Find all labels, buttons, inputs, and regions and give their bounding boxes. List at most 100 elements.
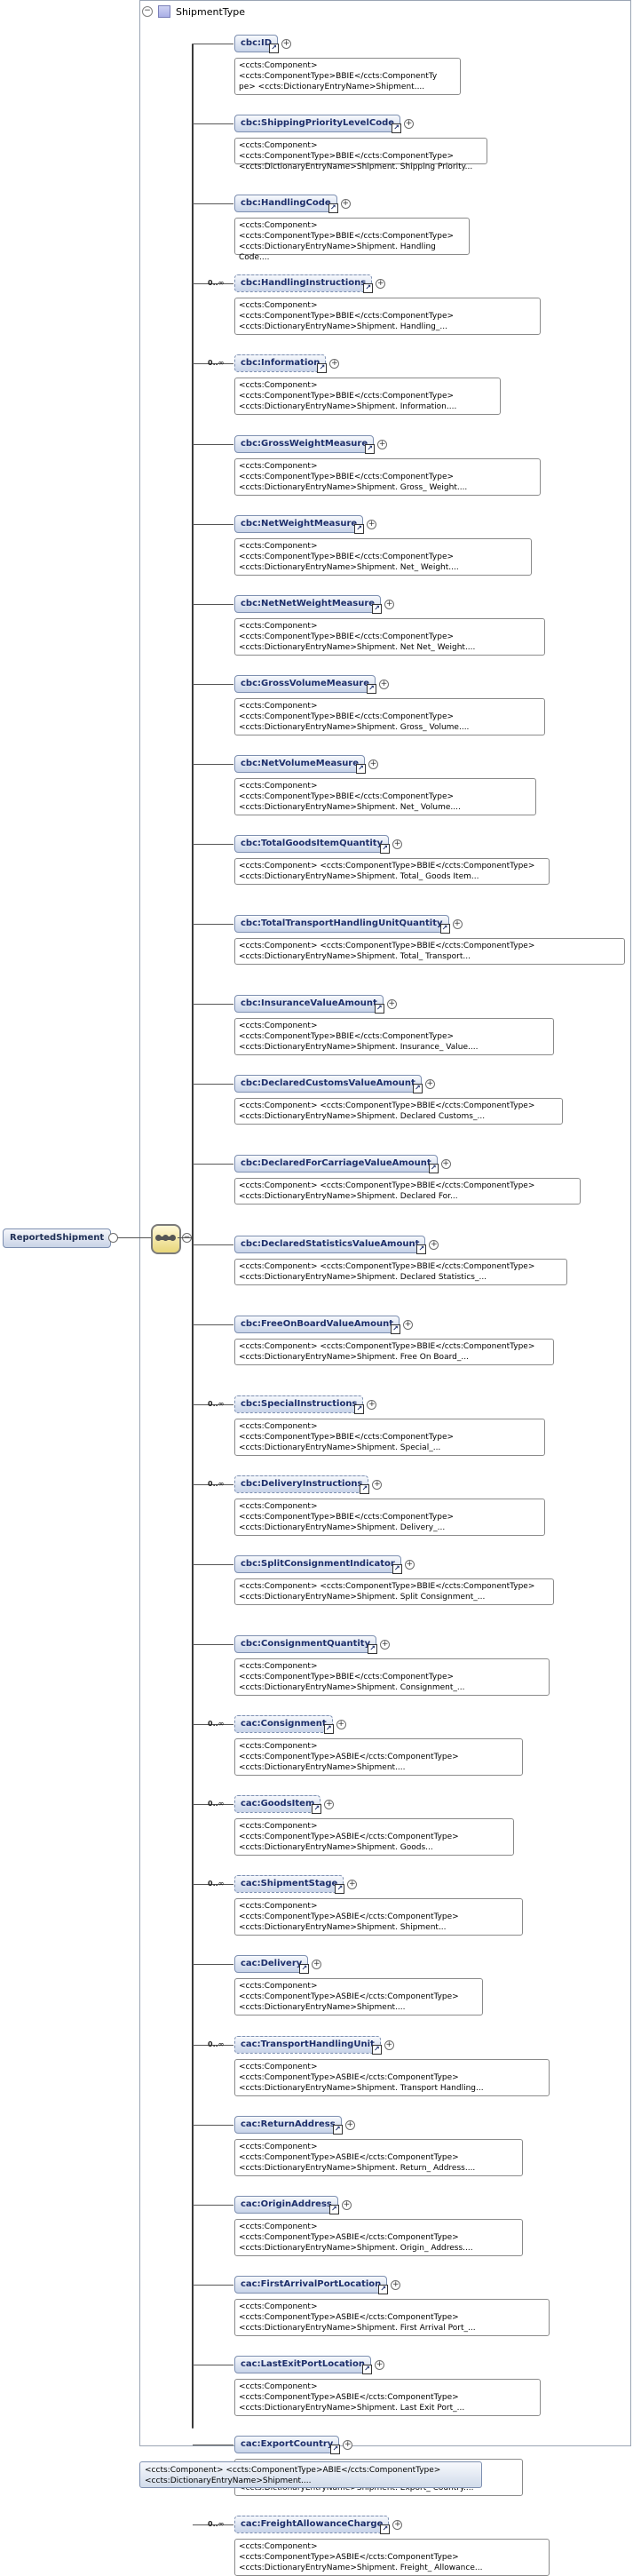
collapse-toggle-icon[interactable]: − xyxy=(142,6,153,17)
expand-plus-icon[interactable]: + xyxy=(452,918,463,929)
element-name[interactable]: cbc:DeclaredCustomsValueAmount↗ xyxy=(234,1075,423,1093)
element-name[interactable]: cbc:DeclaredStatisticsValueAmount↗ xyxy=(234,1236,427,1254)
branch-line xyxy=(193,924,233,925)
element-name[interactable]: cbc:HandlingCode↗ xyxy=(234,195,338,213)
expand-plus-icon[interactable]: + xyxy=(340,198,351,209)
expand-plus-icon[interactable]: + xyxy=(404,118,415,129)
element-name[interactable]: cac:ShipmentStage↗ xyxy=(234,1875,345,1894)
expand-plus-icon[interactable]: + xyxy=(404,1559,415,1570)
element-name[interactable]: cbc:Information↗ xyxy=(234,354,328,373)
sequence-compositor-icon[interactable] xyxy=(151,1224,181,1254)
root-element[interactable]: ReportedShipment xyxy=(3,1228,112,1248)
element-documentation: <ccts:Component> <ccts:ComponentType>BBI… xyxy=(234,58,461,95)
branch-line xyxy=(193,203,233,204)
element-name[interactable]: cbc:SplitConsignmentIndicator↗ xyxy=(234,1555,402,1574)
element-name[interactable]: cbc:ID↗ xyxy=(234,35,280,53)
expand-plus-icon[interactable]: + xyxy=(424,1078,435,1089)
expand-plus-icon[interactable]: + xyxy=(347,1879,358,1889)
element-name[interactable]: cbc:InsuranceValueAmount↗ xyxy=(234,995,384,1014)
branch-line xyxy=(193,1724,233,1725)
expand-plus-icon[interactable]: + xyxy=(376,278,386,289)
reference-arrow-icon: ↗ xyxy=(416,1244,427,1254)
element-name[interactable]: cac:LastExitPortLocation↗ xyxy=(234,2356,372,2374)
expand-plus-icon[interactable]: + xyxy=(367,519,377,529)
element-name[interactable]: cbc:SpecialInstructions↗ xyxy=(234,1395,365,1414)
element-name[interactable]: cac:Consignment↗ xyxy=(234,1715,334,1734)
element-name[interactable]: cbc:NetWeightMeasure↗ xyxy=(234,515,365,534)
expand-plus-icon[interactable]: + xyxy=(324,1799,335,1809)
expand-plus-icon[interactable]: + xyxy=(281,38,292,49)
element-name[interactable]: cac:TransportHandlingUnit↗ xyxy=(234,2036,382,2055)
element-name[interactable]: cac:FreightAllowanceCharge↗ xyxy=(234,2516,391,2534)
expand-plus-icon[interactable]: + xyxy=(367,1399,377,1410)
element-documentation: <ccts:Component> <ccts:ComponentType>BBI… xyxy=(234,298,541,335)
element-row: cac:FreightAllowanceCharge↗+ xyxy=(234,2516,403,2534)
reference-arrow-icon: ↗ xyxy=(380,844,391,854)
branch-line xyxy=(193,1964,233,1965)
expand-plus-icon[interactable]: + xyxy=(384,599,395,609)
branch-line xyxy=(193,764,233,765)
element-documentation: <ccts:Component> <ccts:ComponentType>ASB… xyxy=(234,1898,523,1936)
element-documentation: <ccts:Component> <ccts:ComponentType>BBI… xyxy=(234,1499,545,1536)
element-row: cbc:DeliveryInstructions↗+ xyxy=(234,1475,383,1494)
element-documentation: <ccts:Component> <ccts:ComponentType>BBI… xyxy=(234,1018,554,1055)
root-connector-line xyxy=(117,1237,151,1238)
expand-plus-icon[interactable]: + xyxy=(368,759,379,769)
element-name[interactable]: cbc:DeliveryInstructions↗ xyxy=(234,1475,370,1494)
element-documentation: <ccts:Component> <ccts:ComponentType>BBI… xyxy=(234,858,550,885)
element-name[interactable]: cbc:ShippingPriorityLevelCode↗ xyxy=(234,115,402,133)
element-documentation: <ccts:Component> <ccts:ComponentType>BBI… xyxy=(234,1578,554,1605)
expand-plus-icon[interactable]: + xyxy=(312,1959,322,1969)
expand-plus-icon[interactable]: + xyxy=(386,998,397,1009)
expand-plus-icon[interactable]: + xyxy=(377,439,388,449)
element-name[interactable]: cbc:HandlingInstructions↗ xyxy=(234,274,374,293)
expand-plus-icon[interactable]: + xyxy=(344,2119,355,2130)
expand-plus-icon[interactable]: + xyxy=(402,1319,413,1330)
expand-plus-icon[interactable]: + xyxy=(329,358,340,369)
element-row: cbc:DeclaredForCarriageValueAmount↗+ xyxy=(234,1155,451,1173)
element-name[interactable]: cac:FirstArrivalPortLocation↗ xyxy=(234,2276,389,2294)
element-name[interactable]: cac:ExportCountry↗ xyxy=(234,2436,341,2454)
element-name[interactable]: cbc:NetNetWeightMeasure↗ xyxy=(234,595,383,614)
element-name[interactable]: cac:OriginAddress↗ xyxy=(234,2196,339,2214)
expand-plus-icon[interactable]: + xyxy=(392,2519,403,2530)
element-name[interactable]: cbc:GrossVolumeMeasure↗ xyxy=(234,675,377,694)
expand-plus-icon[interactable]: + xyxy=(374,2359,384,2370)
element-row: cac:FirstArrivalPortLocation↗+ xyxy=(234,2276,401,2294)
expand-plus-icon[interactable]: + xyxy=(372,1479,383,1490)
element-documentation: <ccts:Component> <ccts:ComponentType>BBI… xyxy=(234,1098,563,1125)
expand-plus-icon[interactable]: + xyxy=(336,1719,346,1729)
element-documentation: <ccts:Component> <ccts:ComponentType>BBI… xyxy=(234,1259,567,1285)
branch-line xyxy=(193,2045,233,2046)
element-documentation: <ccts:Component> <ccts:ComponentType>BBI… xyxy=(234,538,532,576)
element-name[interactable]: cbc:TotalGoodsItemQuantity↗ xyxy=(234,835,391,854)
expand-plus-icon[interactable]: + xyxy=(380,1639,391,1650)
element-name[interactable]: cbc:NetVolumeMeasure↗ xyxy=(234,755,367,774)
element-name[interactable]: cbc:DeclaredForCarriageValueAmount↗ xyxy=(234,1155,439,1173)
element-row: cac:OriginAddress↗+ xyxy=(234,2196,352,2214)
reference-arrow-icon: ↗ xyxy=(269,44,280,53)
reference-arrow-icon: ↗ xyxy=(378,2285,389,2294)
element-name[interactable]: cac:Delivery↗ xyxy=(234,1955,310,1974)
element-name[interactable]: cbc:FreeOnBoardValueAmount↗ xyxy=(234,1316,400,1334)
branch-line xyxy=(193,1564,233,1565)
reference-arrow-icon: ↗ xyxy=(368,1644,378,1654)
expand-plus-icon[interactable]: + xyxy=(392,839,403,849)
element-name[interactable]: cbc:GrossWeightMeasure↗ xyxy=(234,435,376,454)
expand-plus-icon[interactable]: + xyxy=(429,1239,439,1250)
element-row: cbc:Information↗+ xyxy=(234,354,340,373)
element-row: cbc:NetNetWeightMeasure↗+ xyxy=(234,595,395,614)
element-name[interactable]: cac:GoodsItem↗ xyxy=(234,1795,322,1814)
expand-plus-icon[interactable]: + xyxy=(440,1158,451,1169)
element-name[interactable]: cac:ReturnAddress↗ xyxy=(234,2116,343,2135)
reference-arrow-icon: ↗ xyxy=(374,1004,384,1014)
expand-plus-icon[interactable]: + xyxy=(343,2439,353,2450)
element-documentation: <ccts:Component> <ccts:ComponentType>ASB… xyxy=(234,2379,541,2416)
expand-plus-icon[interactable]: + xyxy=(341,2199,352,2210)
element-name[interactable]: cbc:TotalTransportHandlingUnitQuantity↗ xyxy=(234,915,450,934)
element-row: cbc:ID↗+ xyxy=(234,35,292,53)
expand-plus-icon[interactable]: + xyxy=(379,679,390,689)
expand-plus-icon[interactable]: + xyxy=(384,2039,394,2050)
expand-plus-icon[interactable]: + xyxy=(391,2279,401,2290)
element-name[interactable]: cbc:ConsignmentQuantity↗ xyxy=(234,1635,378,1654)
